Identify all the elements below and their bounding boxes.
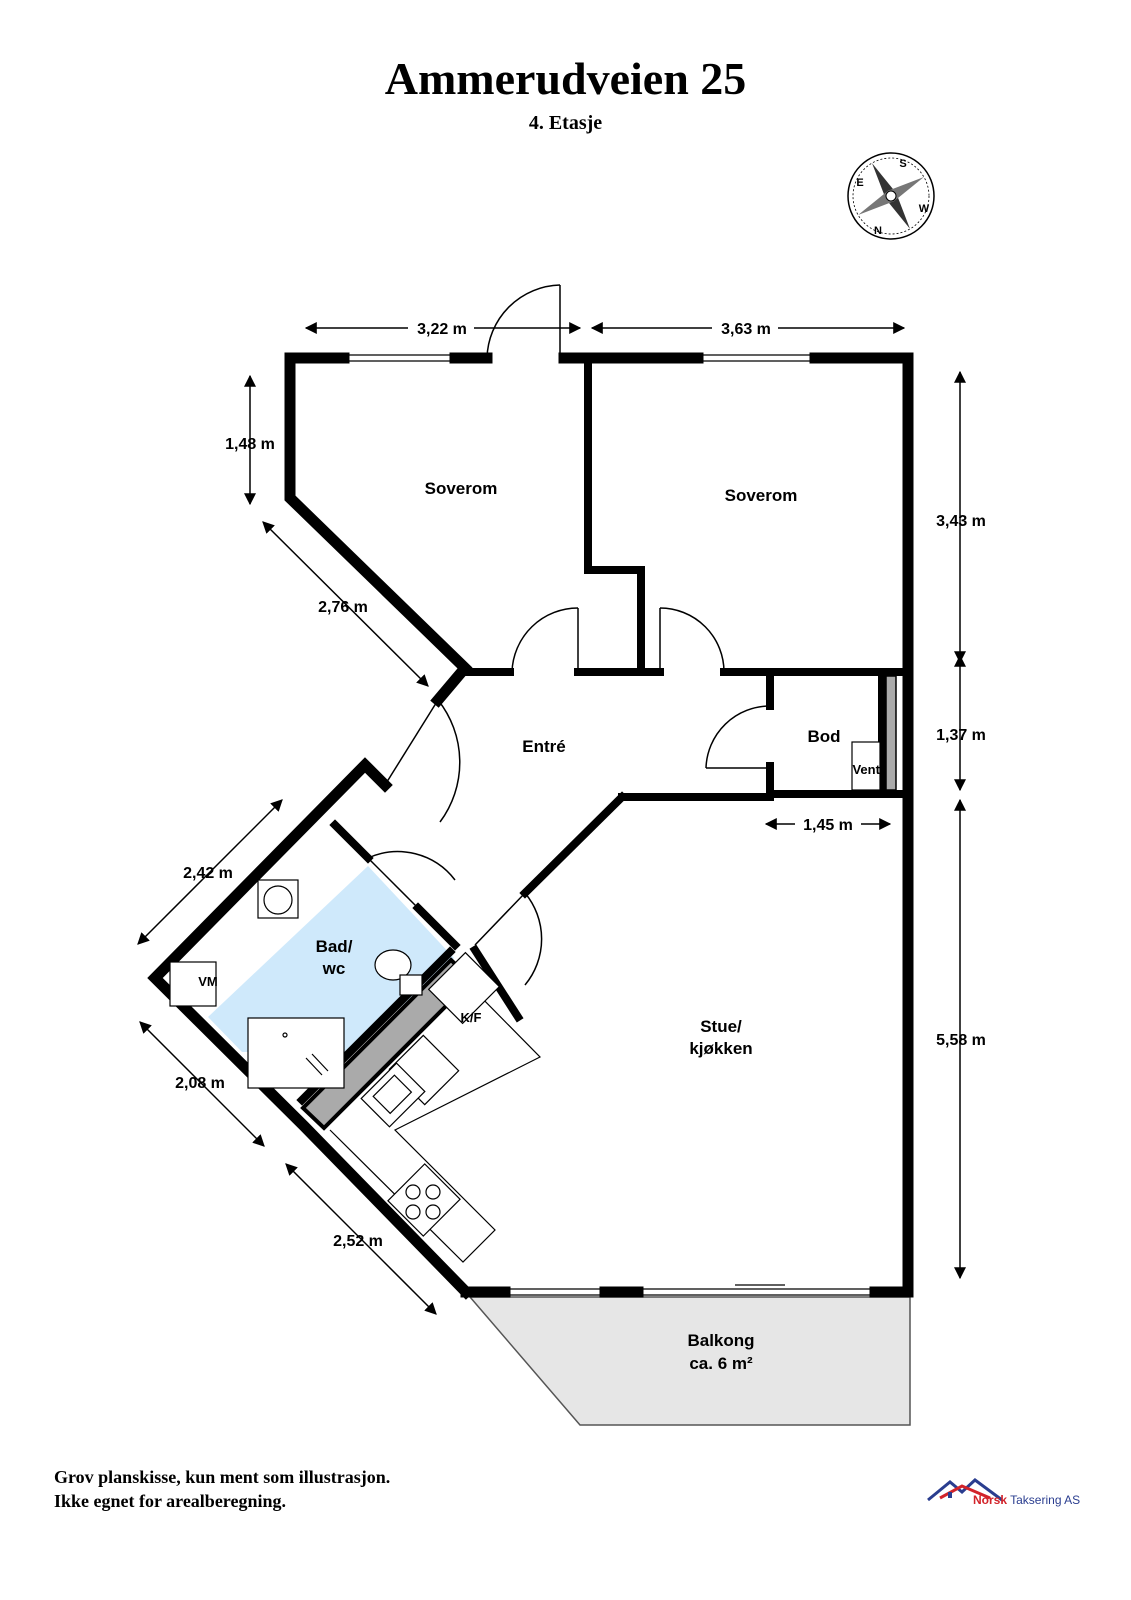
dim-top-right: 3,63 m bbox=[721, 321, 771, 338]
compass-rose: N S E W bbox=[847, 152, 935, 240]
dim-bath-diag-lower: 2,08 m bbox=[175, 1075, 225, 1092]
logo-text: Norsk Taksering AS bbox=[973, 1493, 1080, 1507]
dim-bod-width: 1,45 m bbox=[803, 817, 853, 834]
dim-top-left: 3,22 m bbox=[417, 321, 467, 338]
dim-right-middle: 1,37 m bbox=[936, 727, 986, 744]
disclaimer-line2: Ikke egnet for arealberegning. bbox=[54, 1491, 286, 1511]
dim-right-upper: 3,43 m bbox=[936, 513, 986, 530]
living-label-line1: Stue/ bbox=[700, 1017, 742, 1036]
dim-kitchen-diag: 2,52 m bbox=[333, 1233, 383, 1250]
disclaimer-line1: Grov planskisse, kun ment som illustrasj… bbox=[54, 1467, 391, 1487]
disclaimer: Grov planskisse, kun ment som illustrasj… bbox=[54, 1465, 390, 1513]
compass-s: S bbox=[899, 158, 906, 170]
bedroom-left-label: Soverom bbox=[425, 479, 498, 498]
compass-e: E bbox=[856, 177, 863, 189]
page-title: Ammerudveien 25 bbox=[384, 53, 747, 104]
floor-subtitle: 4. Etasje bbox=[528, 112, 603, 134]
compass-n: N bbox=[874, 225, 882, 237]
dim-bod-width-bg bbox=[795, 814, 861, 834]
balcony-label-line2: ca. 6 m² bbox=[689, 1354, 753, 1373]
living-label-line2: kjøkken bbox=[689, 1039, 752, 1058]
dim-left-diag: 2,76 m bbox=[318, 599, 368, 616]
vent-label: Vent. bbox=[852, 762, 883, 777]
dimension-label-backgrounds bbox=[408, 316, 778, 338]
bathroom-label-line2: wc bbox=[322, 959, 346, 978]
balcony-area bbox=[468, 1296, 911, 1426]
fridge-label: K/F bbox=[461, 1010, 482, 1025]
dim-bath-diag-upper: 2,42 m bbox=[183, 865, 233, 882]
logo-brand: Norsk bbox=[973, 1493, 1007, 1507]
vent-box bbox=[851, 741, 881, 791]
windows bbox=[344, 354, 875, 1296]
storage-label: Bod bbox=[807, 727, 840, 746]
dim-right-lower: 5,58 m bbox=[936, 1032, 986, 1049]
outer-walls bbox=[147, 352, 914, 1300]
company-logo: Norsk Taksering AS bbox=[927, 1478, 1080, 1507]
compass-w: W bbox=[919, 203, 930, 215]
balcony-label-line1: Balkong bbox=[687, 1331, 754, 1350]
bathroom-label-line1: Bad/ bbox=[316, 937, 353, 956]
entrance-label: Entré bbox=[522, 737, 565, 756]
logo-rest: Taksering AS bbox=[1007, 1493, 1080, 1507]
bedroom-right-label: Soverom bbox=[725, 486, 798, 505]
dim-left-short: 1,48 m bbox=[225, 436, 275, 453]
washer-label: VM bbox=[198, 974, 218, 989]
doors bbox=[367, 284, 771, 986]
